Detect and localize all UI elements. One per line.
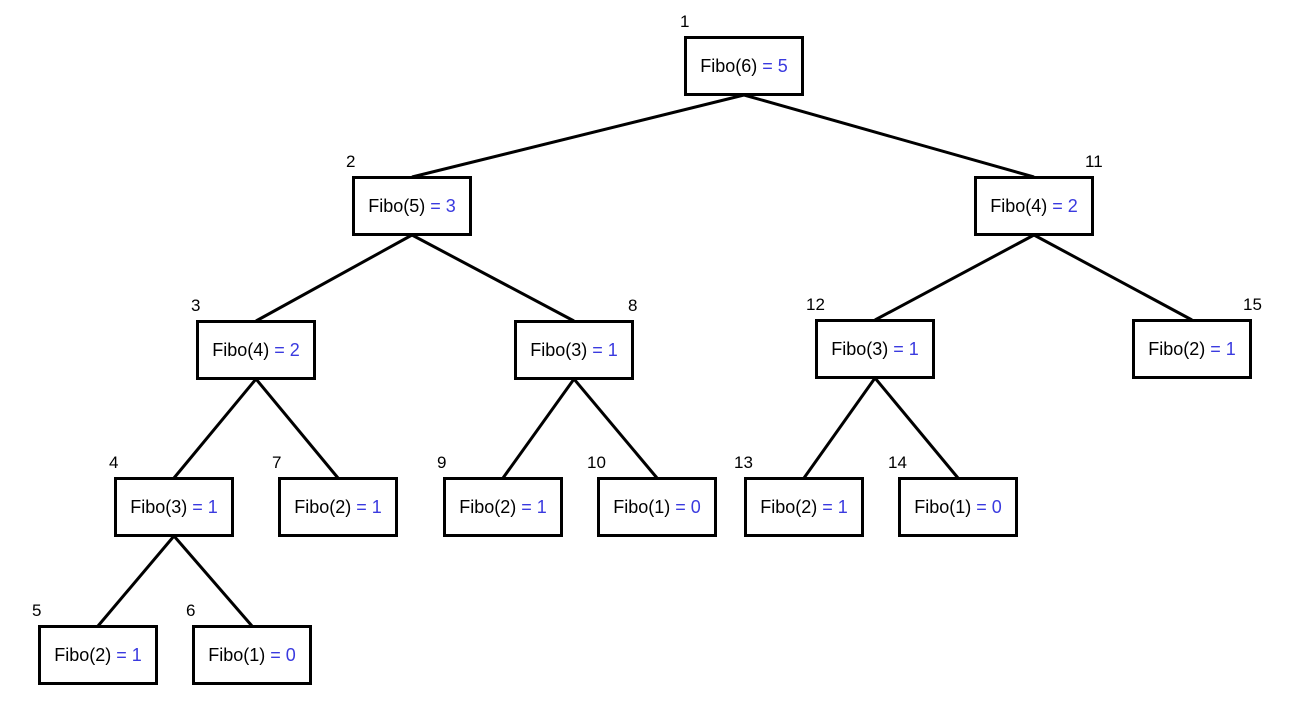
call-label: Fibo(2): [294, 496, 352, 517]
call-node-12: Fibo(3) = 1: [815, 319, 935, 379]
return-value: = 2: [1052, 195, 1078, 216]
return-value: = 1: [521, 496, 547, 517]
call-node-1: Fibo(6) = 5: [684, 36, 804, 96]
call-node-10: Fibo(1) = 0: [597, 477, 717, 537]
call-order-number: 2: [346, 152, 356, 171]
call-order-number: 7: [272, 453, 282, 472]
return-value: = 1: [116, 644, 142, 665]
call-order-number: 6: [186, 601, 196, 620]
tree-edge-4-5: [96, 535, 176, 627]
tree-edge-2-8: [411, 233, 575, 323]
call-order-number: 8: [628, 296, 638, 315]
tree-edge-1-2: [411, 93, 745, 179]
call-label: Fibo(1): [914, 496, 972, 517]
call-order-number: 4: [109, 453, 119, 472]
call-label: Fibo(1): [208, 644, 266, 665]
call-node-3: Fibo(4) = 2: [196, 320, 316, 380]
call-node-6: Fibo(1) = 0: [192, 625, 312, 685]
return-value: = 0: [976, 496, 1002, 517]
call-label: Fibo(2): [459, 496, 517, 517]
call-order-number: 1: [680, 12, 690, 31]
return-value: = 1: [822, 496, 848, 517]
tree-edge-11-12: [874, 233, 1035, 322]
call-label: Fibo(3): [530, 339, 588, 360]
call-order-number: 12: [806, 295, 825, 314]
call-order-number: 3: [191, 296, 201, 315]
call-label: Fibo(4): [212, 339, 270, 360]
call-node-7: Fibo(2) = 1: [278, 477, 398, 537]
call-label: Fibo(3): [831, 338, 889, 359]
call-label: Fibo(2): [1148, 338, 1206, 359]
call-order-number: 11: [1085, 152, 1103, 171]
return-value: = 0: [270, 644, 296, 665]
call-order-number: 5: [32, 601, 42, 620]
return-value: = 1: [592, 339, 618, 360]
call-order-number: 15: [1243, 295, 1262, 314]
call-label: Fibo(6): [700, 55, 758, 76]
call-order-number: 10: [587, 453, 606, 472]
return-value: = 3: [430, 195, 456, 216]
call-node-2: Fibo(5) = 3: [352, 176, 472, 236]
call-order-number: 13: [734, 453, 753, 472]
call-label: Fibo(4): [990, 195, 1048, 216]
tree-edge-8-9: [501, 378, 576, 479]
return-value: = 1: [356, 496, 382, 517]
tree-edge-3-4: [172, 378, 258, 479]
return-value: = 1: [1210, 338, 1236, 359]
call-label: Fibo(1): [613, 496, 671, 517]
call-node-11: Fibo(4) = 2: [974, 176, 1094, 236]
return-value: = 0: [675, 496, 701, 517]
call-node-8: Fibo(3) = 1: [514, 320, 634, 380]
tree-edge-3-7: [254, 378, 340, 479]
call-node-9: Fibo(2) = 1: [443, 477, 563, 537]
return-value: = 1: [192, 496, 218, 517]
call-node-14: Fibo(1) = 0: [898, 477, 1018, 537]
return-value: = 2: [274, 339, 300, 360]
return-value: = 5: [762, 55, 788, 76]
call-node-13: Fibo(2) = 1: [744, 477, 864, 537]
call-label: Fibo(5): [368, 195, 426, 216]
tree-edge-12-13: [802, 377, 877, 479]
call-order-number: 9: [437, 453, 447, 472]
call-label: Fibo(2): [760, 496, 818, 517]
call-label: Fibo(2): [54, 644, 112, 665]
call-order-number: 14: [888, 453, 907, 472]
call-node-15: Fibo(2) = 1: [1132, 319, 1252, 379]
return-value: = 1: [893, 338, 919, 359]
call-label: Fibo(3): [130, 496, 188, 517]
tree-edge-4-6: [172, 535, 254, 627]
tree-edge-12-14: [873, 377, 960, 479]
call-node-5: Fibo(2) = 1: [38, 625, 158, 685]
tree-edge-1-11: [743, 93, 1035, 179]
call-node-4: Fibo(3) = 1: [114, 477, 234, 537]
tree-edge-8-10: [572, 378, 659, 479]
tree-edge-11-15: [1033, 233, 1193, 322]
tree-edge-2-3: [255, 233, 413, 323]
